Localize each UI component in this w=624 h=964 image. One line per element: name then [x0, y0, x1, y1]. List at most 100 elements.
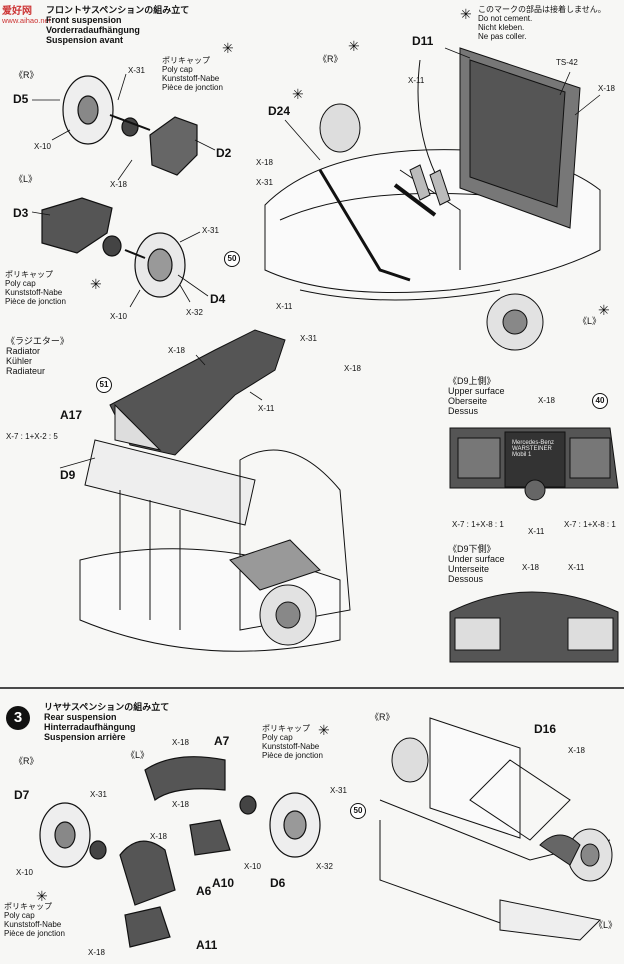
screw-x11-b: X-11 [276, 302, 293, 311]
no-cement-icon: ✳ [460, 6, 472, 22]
screw-x11-a: X-11 [408, 76, 425, 85]
no-cement-icon: ✳ [292, 86, 304, 102]
polycap-de: Kunststoff-Nabe [4, 920, 62, 929]
step3-title-fr: Suspension arrière [44, 732, 126, 742]
radiator-chassis [79, 329, 351, 652]
rear-chassis [379, 717, 613, 941]
screw-x32-a: X-32 [186, 308, 203, 317]
no-cement-icon: ✳ [90, 276, 102, 292]
screw-x10-b: X-10 [110, 312, 127, 321]
under-tag: 《D9下側》 [448, 544, 496, 554]
front-chassis [264, 47, 601, 351]
polycap-de: Kunststoff-Nabe [262, 742, 320, 751]
screw-x31-a: X-31 [128, 66, 145, 75]
under-surface-panel [449, 591, 619, 663]
cement-note-jp: このマークの部品は接着しません。 [478, 5, 606, 14]
d5-hub [62, 75, 198, 176]
part-d11: D11 [412, 34, 434, 48]
screw-x31-b: X-31 [202, 226, 219, 235]
polycap-de: Kunststoff-Nabe [162, 74, 220, 83]
cement-note-en: Do not cement. [478, 14, 533, 23]
polycap-note-rear: ポリキャップ Poly cap Kunststoff-Nabe Pièce de… [262, 724, 323, 760]
part-d24: D24 [268, 104, 291, 118]
under-fr: Dessous [448, 574, 484, 584]
polycap-fr: Pièce de jonction [162, 83, 223, 92]
part-d2: D2 [216, 146, 232, 160]
rear-suspension-drawings [39, 756, 321, 948]
d3-d4-hub [41, 197, 186, 298]
part-a11: A11 [196, 938, 218, 952]
part-d16: D16 [534, 722, 557, 736]
screw-x18-l: X-18 [568, 746, 585, 755]
screw-combo: X-7 : 1+X-2 : 5 [6, 432, 58, 441]
screw-x10-d: X-10 [244, 862, 261, 871]
screw-x18-f: X-18 [538, 396, 555, 405]
polycap-fr: Pièce de jonction [262, 751, 323, 760]
rear-chassis-left-tag: 《L》 [594, 920, 618, 930]
polycap-jp: ポリキャップ [162, 56, 210, 65]
screw-x18-i: X-18 [88, 948, 105, 957]
rear-chassis-right-tag: 《R》 [370, 712, 395, 722]
screw-upper-left: X-7 : 1+X-8 : 1 [452, 520, 504, 529]
step3-title-en: Rear suspension [44, 712, 117, 722]
step2-title-de: Vorderradaufhängung [46, 25, 140, 35]
radiator-title-fr: Radiateur [6, 366, 46, 376]
under-en: Under surface [448, 554, 505, 564]
screw-x10-a: X-10 [34, 142, 51, 151]
screw-x31-d: X-31 [300, 334, 317, 343]
screw-x32-b: X-32 [316, 862, 333, 871]
polycap-note-front-left: ポリキャップ Poly cap Kunststoff-Nabe Pièce de… [5, 270, 66, 306]
rear-left-tag: 《L》 [126, 750, 150, 760]
part-d9: D9 [60, 468, 76, 482]
polycap-note-rear-left: ポリキャップ Poly cap Kunststoff-Nabe Pièce de… [4, 902, 65, 938]
upper-surface-panel [449, 427, 619, 501]
part-a7: A7 [214, 734, 230, 748]
part-d3: D3 [13, 206, 29, 220]
screw-x31-e: X-31 [90, 790, 107, 799]
callout-51: 51 [96, 374, 112, 393]
screw-x31-c: X-31 [256, 178, 273, 187]
watermark-url: www.aihao.net [2, 16, 51, 25]
screw-x18-h: X-18 [150, 832, 167, 841]
polycap-de: Kunststoff-Nabe [5, 288, 63, 297]
no-cement-icon: ✳ [222, 40, 234, 56]
radiator-title-en: Radiator [6, 346, 41, 356]
polycap-jp: ポリキャップ [5, 270, 53, 279]
polycap-fr: Pièce de jonction [5, 297, 66, 306]
screw-x31-f: X-31 [330, 786, 347, 795]
polycap-jp: ポリキャップ [4, 902, 52, 911]
rear-right-tag: 《R》 [14, 756, 39, 766]
part-a6: A6 [196, 884, 212, 898]
callout-50-rear: 50 [350, 800, 366, 819]
screw-x18-c: X-18 [256, 158, 273, 167]
polycap-en: Poly cap [162, 65, 193, 74]
step3-number: 3 [6, 706, 30, 730]
screw-x18-b: X-18 [598, 84, 615, 93]
screw-x18-k: X-18 [172, 800, 189, 809]
screw-x18-a: X-18 [110, 180, 127, 189]
screw-x11-c: X-11 [258, 404, 275, 413]
decal-text: Mercedes-Benz WARSTEINER Mobil 1 [512, 440, 555, 458]
polycap-en: Poly cap [262, 733, 293, 742]
screw-upper-right: X-7 : 1+X-8 : 1 [564, 520, 616, 529]
step2-title: フロントサスペンションの組み立て Front suspension Vorder… [46, 5, 189, 45]
watermark-text: 爱好网 [2, 6, 32, 17]
no-cement-icon: ✳ [348, 38, 360, 54]
part-d5: D5 [13, 92, 29, 106]
no-cement-icon: ✳ [36, 888, 48, 904]
polycap-en: Poly cap [5, 279, 36, 288]
callout-50-front: 50 [224, 248, 240, 267]
part-a17: A17 [60, 408, 83, 422]
radiator-title-de: Kühler [6, 356, 33, 366]
step2-title-jp: フロントサスペンションの組み立て [46, 5, 190, 15]
cement-note-fr: Ne pas coller. [478, 32, 527, 41]
step3-title: リヤサスペンションの組み立て Rear suspension Hinterrad… [44, 702, 169, 742]
chassis-left-tag: 《L》 [578, 316, 602, 326]
front-right-tag: 《R》 [14, 70, 39, 80]
radiator-title-jp: 《ラジエター》 [6, 336, 69, 346]
screw-x18-d: X-18 [344, 364, 361, 373]
polycap-note-front: ポリキャップ Poly cap Kunststoff-Nabe Pièce de… [162, 56, 223, 92]
paint-ts42: TS-42 [556, 58, 578, 67]
screw-x18-j: X-18 [172, 738, 189, 747]
callout-40: 40 [592, 390, 608, 409]
